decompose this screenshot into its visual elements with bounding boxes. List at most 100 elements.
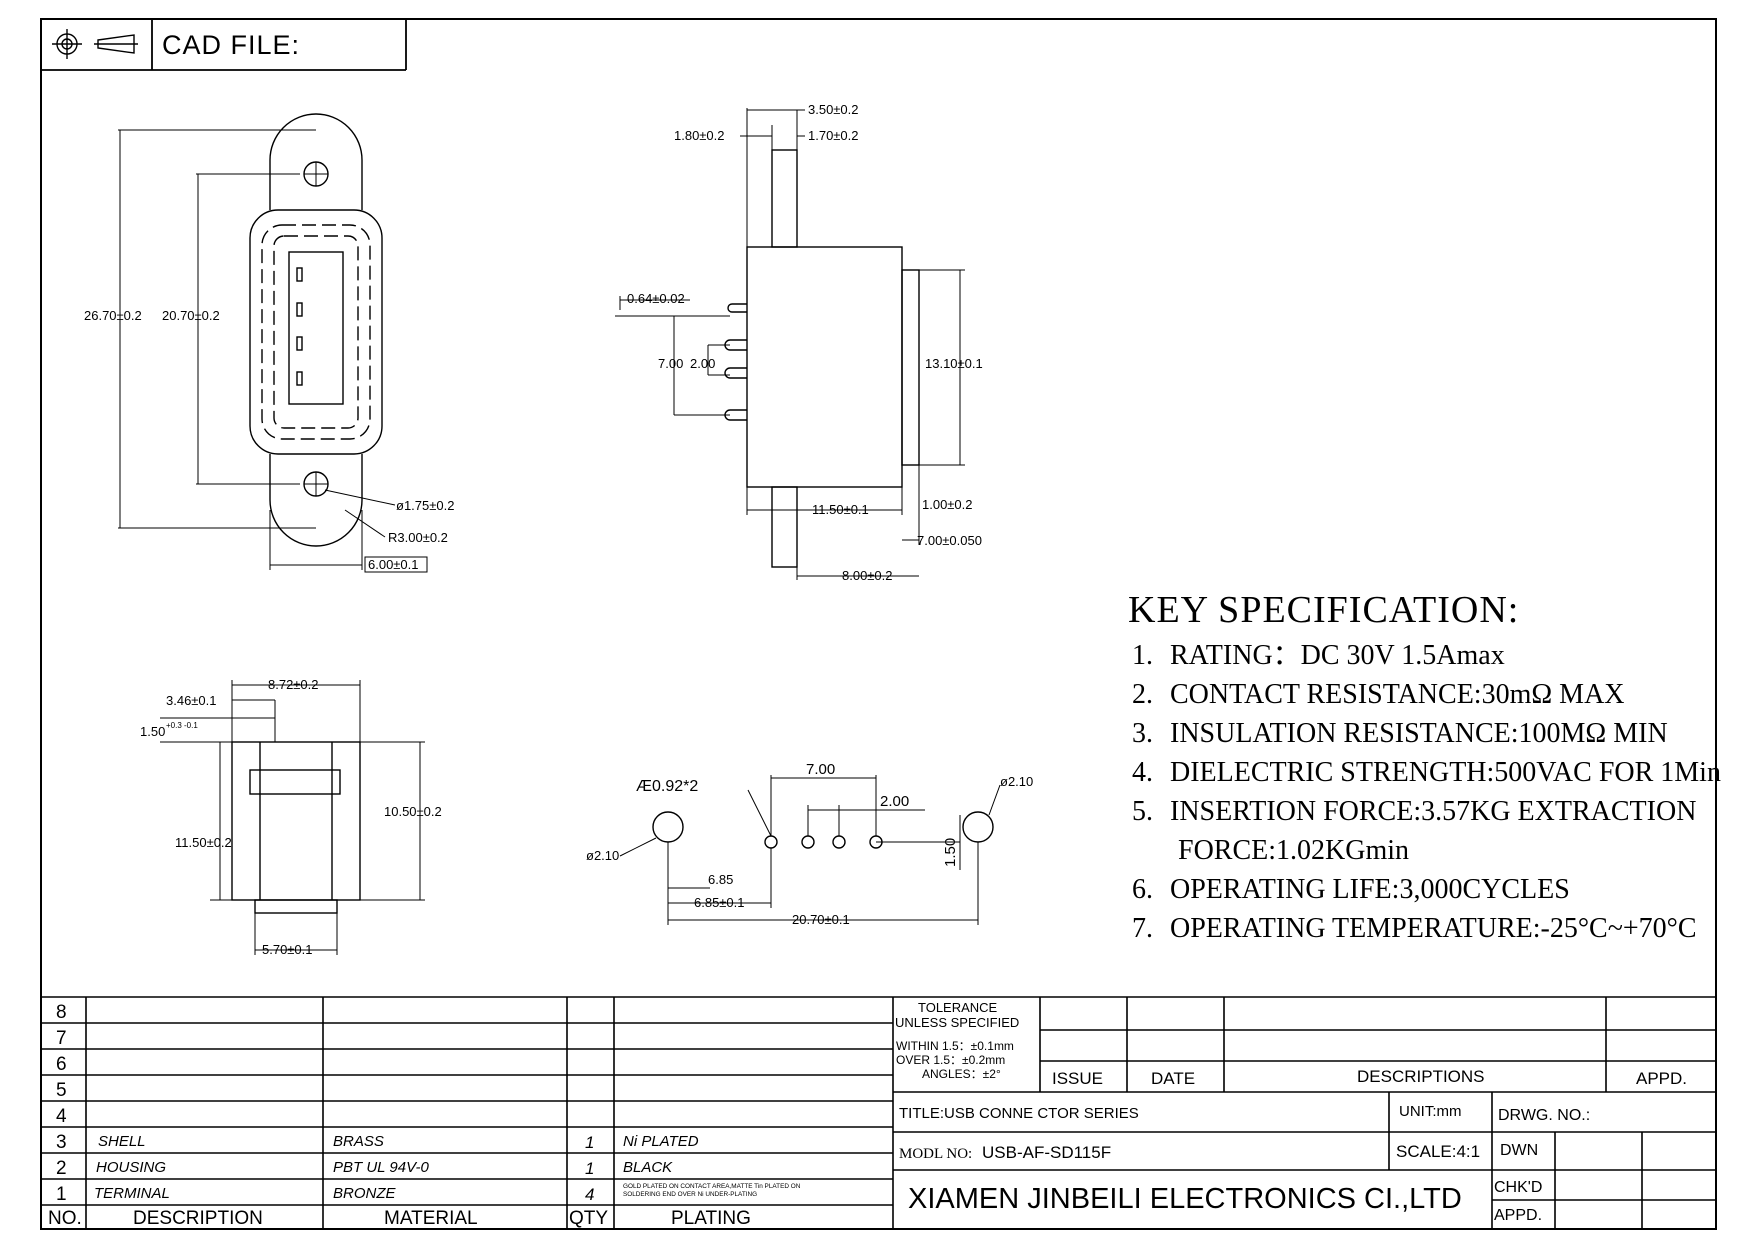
dim-side-pitch-a: 7.00 <box>658 356 683 371</box>
appd-label: APPD. <box>1494 1207 1542 1224</box>
spec-number: 7. <box>1132 913 1153 944</box>
spec-text: OPERATING TEMPERATURE:-25°C~+70°C <box>1170 913 1697 944</box>
dim-pcb-hole-small: Æ0.92*2 <box>636 778 698 795</box>
dim-front-width: 6.00±0.1 <box>368 557 419 572</box>
spec-text: CONTACT RESISTANCE:30mΩ MAX <box>1170 679 1625 710</box>
dim-pcb-d685a: 6.85 <box>708 872 733 887</box>
dim-side-len: 11.50±0.1 <box>812 502 869 517</box>
dim-pcb-hole-left: ø2.10 <box>586 848 619 863</box>
bom-row-plating: GOLD PLATED ON CONTACT AREA,MATTE Tin PL… <box>623 1183 801 1190</box>
bom-header-no: NO. <box>48 1208 82 1229</box>
model-value: USB-AF-SD115F <box>982 1143 1111 1162</box>
dim-end-w-top: 8.72±0.2 <box>268 677 319 692</box>
projection-symbol-icon <box>52 29 138 59</box>
bom-row-qty: 4 <box>585 1185 594 1204</box>
dim-end-h-right: 10.50±0.2 <box>384 804 442 819</box>
spec-number: 2. <box>1132 679 1153 710</box>
bom-row-desc: SHELL <box>98 1133 146 1150</box>
spec-list: 1. RATING：DC 30V 1.5Amax 2. CONTACT RESIST… <box>1132 636 1721 948</box>
tolerance-over: OVER 1.5：±0.2mm <box>896 1053 1005 1067</box>
bom-row-desc: HOUSING <box>96 1159 166 1176</box>
spec-text: INSERTION FORCE:3.57KG EXTRACTION <box>1170 796 1697 827</box>
bom-header-qty: QTY <box>569 1208 608 1229</box>
drawing-title: TITLE:USB CONNE CTOR SERIES <box>899 1105 1139 1122</box>
spec-item: 6. OPERATING LIFE:3,000CYCLES <box>1132 870 1721 909</box>
dim-side-r1: 1.00±0.2 <box>922 497 973 512</box>
bom-row-qty: 1 <box>585 1133 594 1152</box>
dim-front-radius: R3.00±0.2 <box>388 530 448 545</box>
spec-number: 6. <box>1132 874 1153 905</box>
bom-table: 8 7 6 5 4 3 SHELL BRASS 1 Ni PLATED 2 HO… <box>48 1002 801 1229</box>
rev-issue-header: ISSUE <box>1052 1069 1103 1088</box>
bom-row-no: 8 <box>56 1002 67 1023</box>
dim-side-pin-d: 0.64±0.02 <box>627 291 685 306</box>
title-block-grid <box>41 996 1716 1229</box>
dim-pcb-hole-right: ø2.10 <box>1000 774 1033 789</box>
bom-row-plating: Ni PLATED <box>623 1133 699 1150</box>
tolerance-label: TOLERANCE <box>918 1000 998 1015</box>
drwg-no-label: DRWG. NO.: <box>1498 1107 1590 1124</box>
cad-file-label: CAD FILE: <box>162 30 301 60</box>
bom-row-no: 7 <box>56 1028 67 1049</box>
unit-label: UNIT:mm <box>1399 1103 1462 1120</box>
dim-front-h-holes: 20.70±0.2 <box>162 308 220 323</box>
rev-descriptions-header: DESCRIPTIONS <box>1357 1067 1485 1086</box>
chkd-label: CHK'D <box>1494 1179 1542 1196</box>
bom-row-mat: BRONZE <box>333 1185 397 1202</box>
bom-row-plating: BLACK <box>623 1159 673 1176</box>
bom-row-no: 5 <box>56 1080 67 1101</box>
dim-pcb-p200: 2.00 <box>880 793 909 810</box>
cad-header-box <box>41 19 407 71</box>
dwn-label: DWN <box>1500 1142 1538 1159</box>
bom-header-plating: PLATING <box>671 1208 751 1229</box>
bom-header-mat: MATERIAL <box>384 1208 478 1229</box>
tolerance-within: WITHIN 1.5：±0.1mm <box>896 1039 1014 1053</box>
dim-side-pitch-b: 2.00 <box>690 356 715 371</box>
spec-title: KEY SPECIFICATION: <box>1128 589 1520 631</box>
company-name: XIAMEN JINBEILI ELECTRONICS CI.,LTD <box>908 1183 1462 1215</box>
front-view <box>118 113 428 573</box>
bom-header-desc: DESCRIPTION <box>133 1208 263 1229</box>
dim-side-height: 13.10±0.1 <box>925 356 983 371</box>
bom-row-mat: BRASS <box>333 1133 384 1150</box>
dim-pcb-p700: 7.00 <box>806 761 835 778</box>
bom-row-desc: TERMINAL <box>94 1185 170 1202</box>
dim-side-top2: 1.70±0.2 <box>808 128 859 143</box>
dimension-labels: 26.70±0.2 20.70±0.2 ø1.75±0.2 R3.00±0.2 … <box>84 102 1033 957</box>
dim-end-off2-tol: +0.3 -0.1 <box>166 721 198 730</box>
sheet-border <box>40 18 1717 1230</box>
title-block: TOLERANCE UNLESS SPECIFIED WITHIN 1.5：±0… <box>895 1000 1687 1224</box>
dim-end-off1: 3.46±0.1 <box>166 693 217 708</box>
spec-item: 7. OPERATING TEMPERATURE:-25°C~+70°C <box>1132 909 1721 948</box>
bom-row-no: 1 <box>56 1184 67 1205</box>
dim-side-bottom: 8.00±0.2 <box>842 568 893 583</box>
spec-item: 2. CONTACT RESISTANCE:30mΩ MAX <box>1132 675 1721 714</box>
dim-end-h-left: 11.50±0.2 <box>175 835 232 850</box>
spec-item: 3. INSULATION RESISTANCE:100MΩ MIN <box>1132 714 1721 753</box>
bom-row-no: 4 <box>56 1106 67 1127</box>
dim-pcb-d2070: 20.70±0.1 <box>792 912 850 927</box>
dim-side-top1: 3.50±0.2 <box>808 102 859 117</box>
spec-number: 4. <box>1132 757 1153 788</box>
spec-number: 3. <box>1132 718 1153 749</box>
spec-number: 1. <box>1132 640 1153 671</box>
dim-side-left1: 1.80±0.2 <box>674 128 725 143</box>
dim-end-off2: 1.50 <box>140 724 165 739</box>
model-label: MODL NO: <box>899 1146 972 1162</box>
spec-text: RATING：DC 30V 1.5Amax <box>1170 640 1505 671</box>
dim-end-w-bottom: 5.70±0.1 <box>262 942 313 957</box>
dim-pcb-v150: 1.50 <box>942 838 959 867</box>
bom-row-no: 3 <box>56 1132 67 1153</box>
tolerance-angles: ANGLES：±2° <box>922 1067 1001 1081</box>
spec-text: DIELECTRIC STRENGTH:500VAC FOR 1Min <box>1170 757 1721 788</box>
rev-date-header: DATE <box>1151 1069 1195 1088</box>
spec-text: INSULATION RESISTANCE:100MΩ MIN <box>1170 718 1668 749</box>
rev-appd-header: APPD. <box>1636 1069 1687 1088</box>
spec-item: 4. DIELECTRIC STRENGTH:500VAC FOR 1Min <box>1132 753 1721 792</box>
tolerance-label: UNLESS SPECIFIED <box>895 1015 1019 1030</box>
spec-text: OPERATING LIFE:3,000CYCLES <box>1170 874 1570 905</box>
bom-row-no: 6 <box>56 1054 67 1075</box>
side-view <box>615 108 965 580</box>
bom-row-no: 2 <box>56 1158 67 1179</box>
